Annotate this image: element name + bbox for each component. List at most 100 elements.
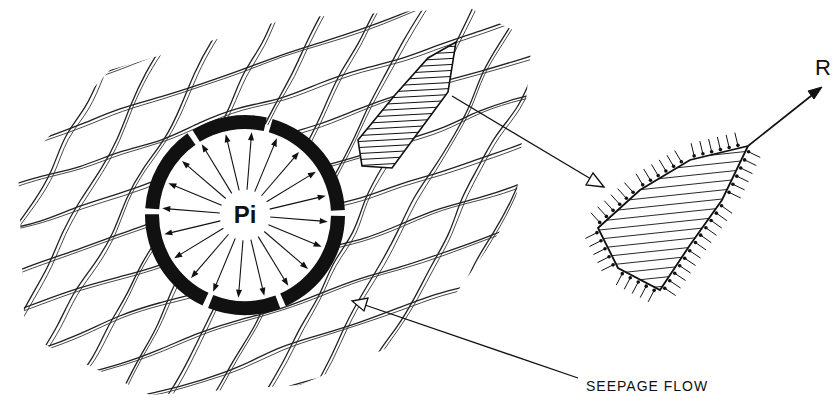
arrow-tip xyxy=(668,279,672,283)
arrow-head xyxy=(174,252,182,259)
arrow-head xyxy=(164,229,172,235)
arrow-tip xyxy=(625,196,629,200)
rock-wedge xyxy=(350,34,460,168)
arrow-tip xyxy=(727,146,731,150)
joint-line xyxy=(1,336,559,407)
arrow-tip xyxy=(664,169,668,173)
hatch-line xyxy=(590,240,760,258)
arrow-head xyxy=(236,290,242,298)
joint-line xyxy=(150,0,395,407)
arrow-tip xyxy=(694,241,698,245)
hatch-line xyxy=(350,46,460,52)
pressure-arrow xyxy=(239,240,243,291)
arrow-tip xyxy=(595,231,599,235)
hatch-line xyxy=(590,186,760,204)
pressure-arrow xyxy=(258,237,285,281)
arrow-tip xyxy=(739,166,743,170)
pressure-arrow xyxy=(227,140,239,190)
joint-line xyxy=(4,338,561,407)
arrow-tip xyxy=(652,289,656,293)
hatch-line xyxy=(350,112,460,118)
arrow-tip xyxy=(673,271,677,275)
arrow-tip xyxy=(641,183,645,187)
hatch-line xyxy=(590,204,760,222)
arrow-head xyxy=(182,161,190,168)
joint-line xyxy=(584,0,826,407)
arrow-tip xyxy=(603,247,607,251)
arrow-tip xyxy=(678,264,682,268)
arrow-head xyxy=(168,183,177,189)
joint-line xyxy=(0,0,5,407)
arrow-tip xyxy=(620,272,624,276)
pressure-arrow xyxy=(170,221,220,233)
arrow-tip xyxy=(680,160,684,164)
joint-line xyxy=(0,382,561,407)
arrow-tip xyxy=(663,286,667,290)
joint-line xyxy=(0,298,561,407)
pressure-arrow xyxy=(205,149,232,193)
pressure-arrow xyxy=(267,175,311,202)
arrow-tip xyxy=(656,174,660,178)
hatch-line xyxy=(350,124,460,130)
arrow-tip xyxy=(688,249,692,253)
arrow-tip xyxy=(692,154,696,158)
pressure-arrow xyxy=(168,209,219,213)
pressure-arrow xyxy=(247,138,251,189)
hatch-line xyxy=(590,231,760,249)
pressure-arrow xyxy=(270,217,321,221)
arrow-tip xyxy=(607,255,611,259)
arrow-head xyxy=(292,152,299,160)
arrow-tip xyxy=(743,158,747,162)
force-arrow xyxy=(748,87,822,146)
hatch-line xyxy=(590,258,760,276)
arrow-tip xyxy=(731,182,735,186)
hatch-line xyxy=(350,52,460,58)
lining-segment xyxy=(145,214,208,305)
hatch-line xyxy=(350,160,460,166)
arrow-tip xyxy=(701,152,705,156)
arrow-head xyxy=(300,262,308,269)
arrow-tip xyxy=(720,204,724,208)
joint-line xyxy=(0,0,559,104)
joint-line xyxy=(2,301,563,407)
hatch-line xyxy=(350,100,460,106)
joint-line xyxy=(543,0,776,407)
hatch-line xyxy=(590,276,760,294)
hatch-line xyxy=(590,150,760,168)
joint-line xyxy=(0,0,153,407)
arrow-tip xyxy=(611,209,615,213)
joint-line xyxy=(587,0,828,407)
hatch-line xyxy=(350,64,460,70)
tunnel-lining: Pi xyxy=(142,112,348,318)
arrow-head xyxy=(225,134,231,142)
arrow-tip xyxy=(747,150,751,154)
arrow-head xyxy=(307,172,315,179)
seepage-leader xyxy=(352,298,578,378)
arrow-head xyxy=(248,132,254,140)
arrow-tip xyxy=(704,226,708,230)
hatch-line xyxy=(350,142,460,148)
hatch-line xyxy=(350,70,460,76)
hatch-line xyxy=(350,76,460,82)
pressure-arrow xyxy=(187,165,226,199)
pressure-arrow xyxy=(261,157,295,196)
joint-line xyxy=(0,0,8,407)
pressure-arrow xyxy=(195,234,229,273)
arrow-tip xyxy=(710,150,714,154)
pointer-arrow xyxy=(452,96,604,187)
arrow-tip xyxy=(683,257,687,261)
pressure-arrow xyxy=(179,228,223,255)
hatch-line xyxy=(590,168,760,186)
pressure-arrow xyxy=(270,197,320,209)
hatch-line xyxy=(590,159,760,177)
lining-segment xyxy=(269,119,345,211)
arrow-head xyxy=(259,287,265,295)
lining-segment xyxy=(145,133,195,209)
lining-segment xyxy=(280,216,345,306)
arrow-tip xyxy=(598,221,602,225)
joint-line xyxy=(539,0,773,407)
hatch-line xyxy=(590,222,760,240)
